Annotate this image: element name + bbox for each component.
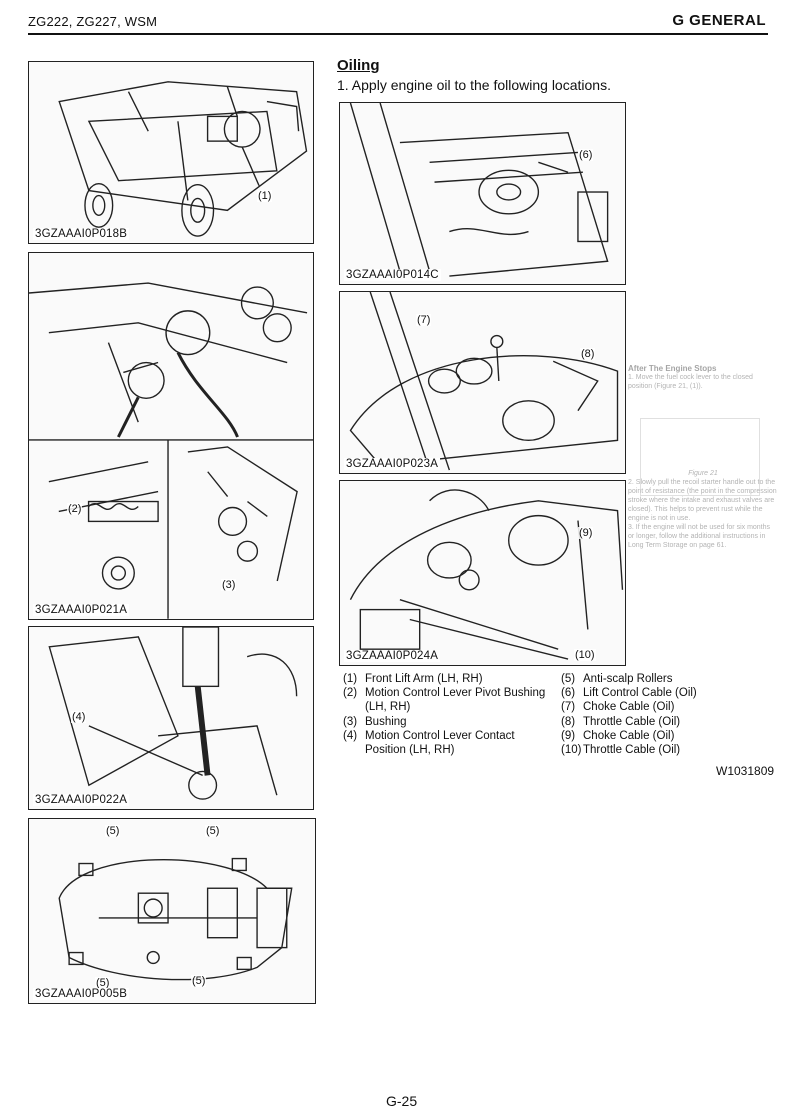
figure-motion-control-contact: (4) 3GZAAAI0P022A	[28, 626, 314, 810]
callout-3: (3)	[221, 579, 237, 591]
page-number: G-25	[386, 1093, 418, 1109]
callout-1: (1)	[257, 190, 273, 202]
figure-code: 3GZAAAI0P023A	[344, 458, 441, 470]
legend-item: (8)Throttle Cable (Oil)	[561, 715, 681, 728]
figure-choke-throttle-cable-side: (9) (10) 3GZAAAI0P024A	[339, 480, 626, 666]
legend-item: (3)Bushing	[343, 715, 407, 728]
figure-front-lift-arm-drawing	[58, 81, 308, 237]
figure-motion-control-bushing: (2) (3) 3GZAAAI0P021A	[28, 252, 314, 620]
callout-4: (4)	[71, 711, 87, 723]
legend-right: (5)Anti-scalp Rollers (6)Lift Control Ca…	[561, 672, 731, 757]
figure-choke-throttle-cable-side-drawing	[349, 489, 624, 660]
figure-code: 3GZAAAI0P014C	[344, 269, 441, 281]
figure-lift-control-cable: (6) 3GZAAAI0P014C	[339, 102, 626, 285]
callout-9: (9)	[578, 527, 594, 539]
legend-item: (7)Choke Cable (Oil)	[561, 701, 675, 714]
figure-motion-control-bushing-drawing	[29, 282, 313, 619]
callout-5: (5)	[205, 825, 221, 837]
bleed-through-line: 1. Move the fuel cock lever to the close…	[628, 374, 753, 390]
section-title: Oiling	[337, 57, 380, 74]
callout-5: (5)	[95, 977, 111, 989]
bleed-through-title: After The Engine Stops	[628, 364, 717, 373]
bleed-through-caption: Figure 21	[688, 470, 718, 477]
bleed-through-image	[640, 418, 760, 496]
figure-mower-deck: (5) (5) (5) (5) 3GZAAAI0P005B	[28, 818, 316, 1004]
figure-choke-throttle-cable-top-drawing	[349, 292, 619, 471]
callout-6: (6)	[578, 149, 594, 161]
legend-item: (2)Motion Control Lever Pivot Bushing	[343, 687, 546, 700]
figure-code: 3GZAAAI0P021A	[33, 604, 130, 616]
legend-item-continuation: (LH, RH)	[365, 701, 411, 714]
header-section-title: G GENERAL	[672, 12, 766, 29]
bleed-through-line: 2. Slowly pull the recoil starter handle…	[628, 479, 777, 522]
figure-code: 3GZAAAI0P022A	[33, 794, 130, 806]
header-model-text: ZG222, ZG227, WSM	[28, 14, 158, 29]
figure-code: 3GZAAAI0P024A	[344, 650, 441, 662]
legend-item: (4)Motion Control Lever Contact	[343, 729, 515, 742]
figure-choke-throttle-cable-top: (7) (8) 3GZAAAI0P023A	[339, 291, 626, 474]
figure-mower-deck-drawing	[58, 857, 293, 981]
figure-front-lift-arm: (1) 3GZAAAI0P018B	[28, 61, 314, 244]
legend-item: (10)Throttle Cable (Oil)	[561, 744, 681, 757]
legend-item: (9)Choke Cable (Oil)	[561, 729, 675, 742]
callout-7: (7)	[416, 314, 432, 326]
callout-10: (10)	[574, 649, 596, 661]
figure-motion-control-contact-drawing	[48, 627, 298, 800]
callout-5: (5)	[191, 975, 207, 987]
figure-lift-control-cable-drawing	[349, 103, 609, 277]
instruction-step: 1. Apply engine oil to the following loc…	[337, 77, 611, 93]
document-code: W1031809	[716, 764, 775, 778]
callout-8: (8)	[580, 348, 596, 360]
header-divider	[28, 33, 768, 35]
callout-2: (2)	[67, 503, 83, 515]
figure-code: 3GZAAAI0P005B	[33, 988, 130, 1000]
bleed-through-line: 3. If the engine will not be used for si…	[628, 524, 771, 549]
callout-5: (5)	[105, 825, 121, 837]
figure-code: 3GZAAAI0P018B	[33, 228, 130, 240]
legend-item: (6)Lift Control Cable (Oil)	[561, 687, 697, 700]
legend-left: (1)Front Lift Arm (LH, RH) (2)Motion Con…	[343, 672, 558, 757]
legend-item: (1)Front Lift Arm (LH, RH)	[343, 673, 483, 685]
bleed-through-text: After The Engine Stops 1. Move the fuel …	[628, 364, 778, 584]
legend-item: (5)Anti-scalp Rollers	[561, 673, 673, 685]
legend-item-continuation: Position (LH, RH)	[365, 744, 455, 757]
